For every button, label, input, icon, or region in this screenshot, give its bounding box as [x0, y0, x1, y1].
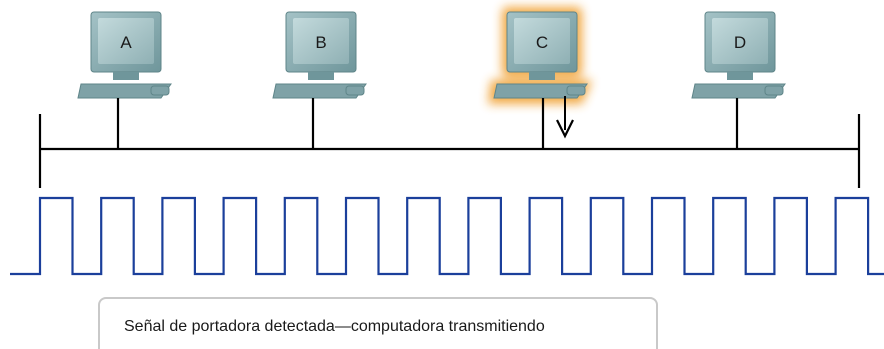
computer-c: C: [488, 7, 592, 104]
network-bus: [38, 98, 861, 188]
computer-b: B: [272, 11, 367, 99]
carrier-signal-wave: [10, 196, 884, 276]
computer-a: A: [77, 11, 172, 99]
caption-text: Señal de portadora detectada—computadora…: [124, 318, 545, 335]
caption-box: Señal de portadora detectada—computadora…: [98, 297, 658, 349]
computer-d: D: [691, 11, 786, 99]
computer-c-label: C: [536, 33, 548, 52]
computer-b-label: B: [315, 33, 326, 52]
transmit-arrow-icon: [556, 96, 574, 139]
computer-d-label: D: [734, 33, 746, 52]
computer-a-label: A: [120, 33, 132, 52]
